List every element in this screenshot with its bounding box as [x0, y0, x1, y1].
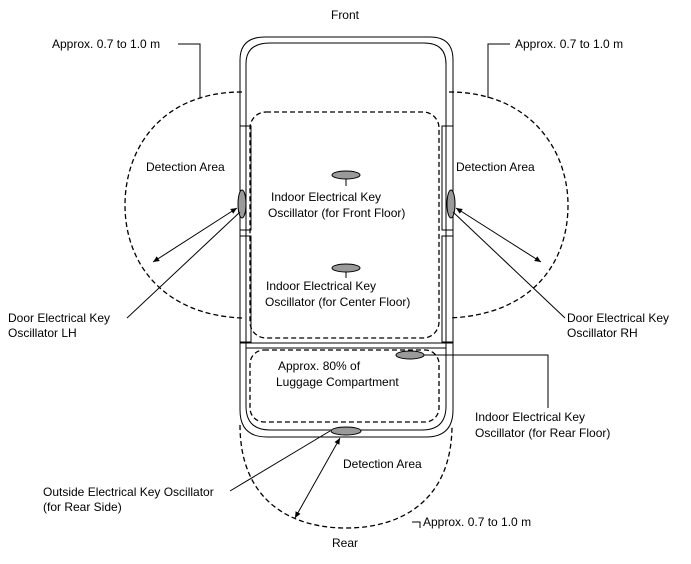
leader-rear-floor [424, 354, 549, 408]
door-left-rear [239, 235, 252, 343]
leader-approx-rear [412, 521, 421, 528]
detection-area-left-outline [124, 91, 243, 319]
front-label: Front [331, 8, 360, 22]
front-floor-label-line1: Indoor Electrical Key [271, 190, 381, 204]
door-rh-oscillator-icon [446, 189, 456, 219]
approx-right-label: Approx. 0.7 to 1.0 m [515, 37, 623, 51]
range-arrow-rear [294, 437, 341, 519]
rear-floor-label-line1: Indoor Electrical Key [475, 410, 585, 424]
door-lh-label-line1: Door Electrical Key [8, 311, 110, 325]
leader-outside-rear [229, 430, 331, 492]
vehicle-body-outline [239, 36, 454, 438]
outside-rear-label-line1: Outside Electrical Key Oscillator [43, 485, 214, 499]
luggage-label-line1: Approx. 80% of [278, 359, 361, 373]
approx-left-label: Approx. 0.7 to 1.0 m [52, 37, 160, 51]
door-left-front [239, 125, 252, 231]
detection-area-right-outline [448, 91, 569, 319]
front-floor-label-line2: Oscillator (for Front Floor) [268, 206, 405, 220]
leader-approx-right [487, 43, 510, 98]
center-floor-label-line1: Indoor Electrical Key [266, 279, 376, 293]
leader-approx-left [178, 43, 201, 98]
outside-rear-label-line2: (for Rear Side) [43, 500, 122, 514]
outside-rear-oscillator-icon [330, 426, 362, 436]
rear-floor-label-line2: Oscillator (for Rear Floor) [475, 426, 610, 440]
door-rh-label-line2: Oscillator RH [567, 326, 638, 340]
vehicle-body-inner-outline [245, 42, 447, 431]
detection-area-rear-label: Detection Area [343, 457, 422, 471]
door-right-front [441, 125, 454, 231]
door-lh-label-line2: Oscillator LH [8, 326, 77, 340]
door-lh-oscillator-icon [237, 189, 247, 219]
front-floor-oscillator-icon [331, 170, 361, 180]
detection-area-right-label: Detection Area [456, 160, 535, 174]
center-floor-label-line2: Oscillator (for Center Floor) [265, 295, 410, 309]
luggage-label-line2: Luggage Compartment [276, 375, 399, 389]
approx-rear-label: Approx. 0.7 to 1.0 m [423, 515, 531, 529]
detection-area-rear-outline [239, 424, 453, 529]
range-arrow-left [152, 207, 238, 263]
leader-door-lh [126, 211, 241, 319]
door-rh-label-line1: Door Electrical Key [567, 311, 669, 325]
range-arrow-right [455, 207, 542, 263]
rear-label: Rear [332, 536, 358, 550]
detection-area-left-label: Detection Area [146, 160, 225, 174]
leader-door-rh [452, 211, 566, 319]
center-floor-oscillator-icon [331, 263, 361, 273]
door-right-rear [441, 235, 454, 343]
luggage-detection-area [249, 349, 440, 423]
rear-floor-oscillator-icon [395, 350, 425, 360]
